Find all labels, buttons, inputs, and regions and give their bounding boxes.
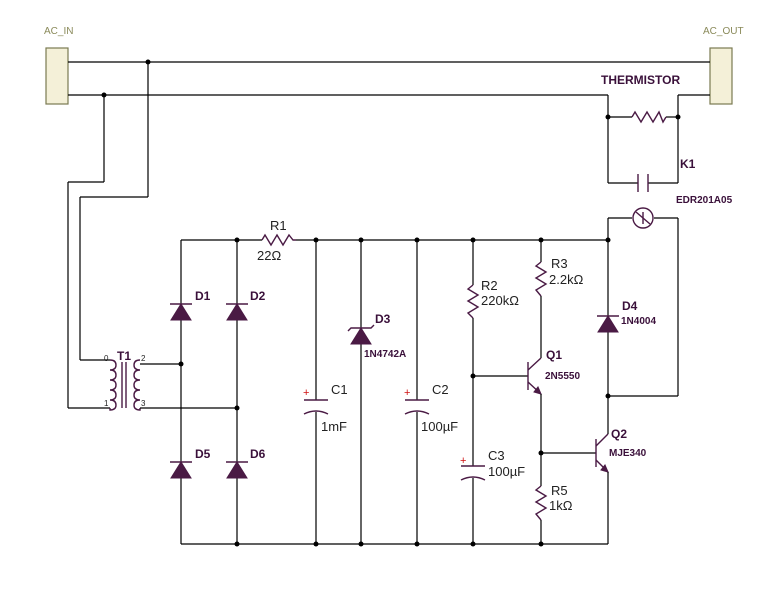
q1-part: 2N5550 (545, 371, 580, 382)
capacitor-c2 (404, 399, 430, 415)
r1-label: R1 (270, 218, 287, 233)
c2-plus: + (404, 387, 410, 399)
diode-d2 (226, 303, 248, 321)
thermistor-resistor (631, 110, 667, 124)
relay-coil-k1 (632, 207, 654, 229)
diode-d4 (597, 315, 619, 333)
diode-d1 (170, 303, 192, 321)
q2-part: MJE340 (609, 448, 647, 459)
t1-pin1: 1 (104, 399, 109, 408)
resistor-r1 (261, 233, 296, 247)
d3-label: D3 (375, 312, 391, 326)
ac-out-label: AC_OUT (703, 26, 744, 37)
r2-value: 220kΩ (481, 293, 519, 308)
resistor-r3 (534, 261, 548, 297)
thermistor-label: THERMISTOR (601, 73, 680, 87)
k1-label: K1 (680, 157, 696, 171)
c3-label: C3 (488, 448, 505, 463)
c3-plus: + (460, 455, 466, 467)
c1-plus: + (303, 387, 309, 399)
mains-wiring (67, 61, 710, 409)
t1-pin3: 3 (141, 399, 146, 408)
t1-label: T1 (117, 349, 131, 363)
t1-pin0: 0 (104, 354, 109, 363)
c1-label: C1 (331, 382, 348, 397)
relay-contact-k1 (637, 174, 649, 192)
c1-value: 1mF (321, 419, 347, 434)
d1-label: D1 (195, 289, 211, 303)
c2-label: C2 (432, 382, 449, 397)
capacitor-c1 (303, 399, 329, 415)
r2-label: R2 (481, 278, 498, 293)
r5-value: 1kΩ (549, 498, 573, 513)
diode-d5 (170, 461, 192, 479)
q2-label: Q2 (611, 427, 627, 441)
q1-label: Q1 (546, 348, 562, 362)
c3-value: 100µF (488, 464, 525, 479)
d5-label: D5 (195, 447, 211, 461)
r1-value: 22Ω (257, 248, 281, 263)
d4-part: 1N4004 (621, 316, 656, 327)
ac-in-connector (45, 47, 69, 105)
capacitor-c3 (460, 465, 486, 481)
transistor-q2 (595, 433, 609, 473)
c2-value: 100µF (421, 419, 458, 434)
ac-out-connector (709, 47, 733, 105)
d2-label: D2 (250, 289, 266, 303)
d6-label: D6 (250, 447, 266, 461)
transistor-q1 (473, 357, 542, 395)
ac-in-label: AC_IN (44, 26, 73, 37)
resistor-r5 (534, 485, 548, 521)
resistor-r2 (466, 284, 480, 319)
r3-value: 2.2kΩ (549, 272, 584, 287)
k1-part-label: EDR201A05 (676, 195, 733, 206)
diode-d6 (226, 461, 248, 479)
t1-pin2: 2 (141, 354, 146, 363)
d4-label: D4 (622, 299, 638, 313)
zener-diode-d3 (347, 324, 375, 345)
bridge-wiring (180, 239, 608, 545)
r3-label: R3 (551, 256, 568, 271)
r5-label: R5 (551, 483, 568, 498)
d3-part: 1N4742A (364, 349, 406, 360)
transformer-t1 (109, 359, 141, 411)
